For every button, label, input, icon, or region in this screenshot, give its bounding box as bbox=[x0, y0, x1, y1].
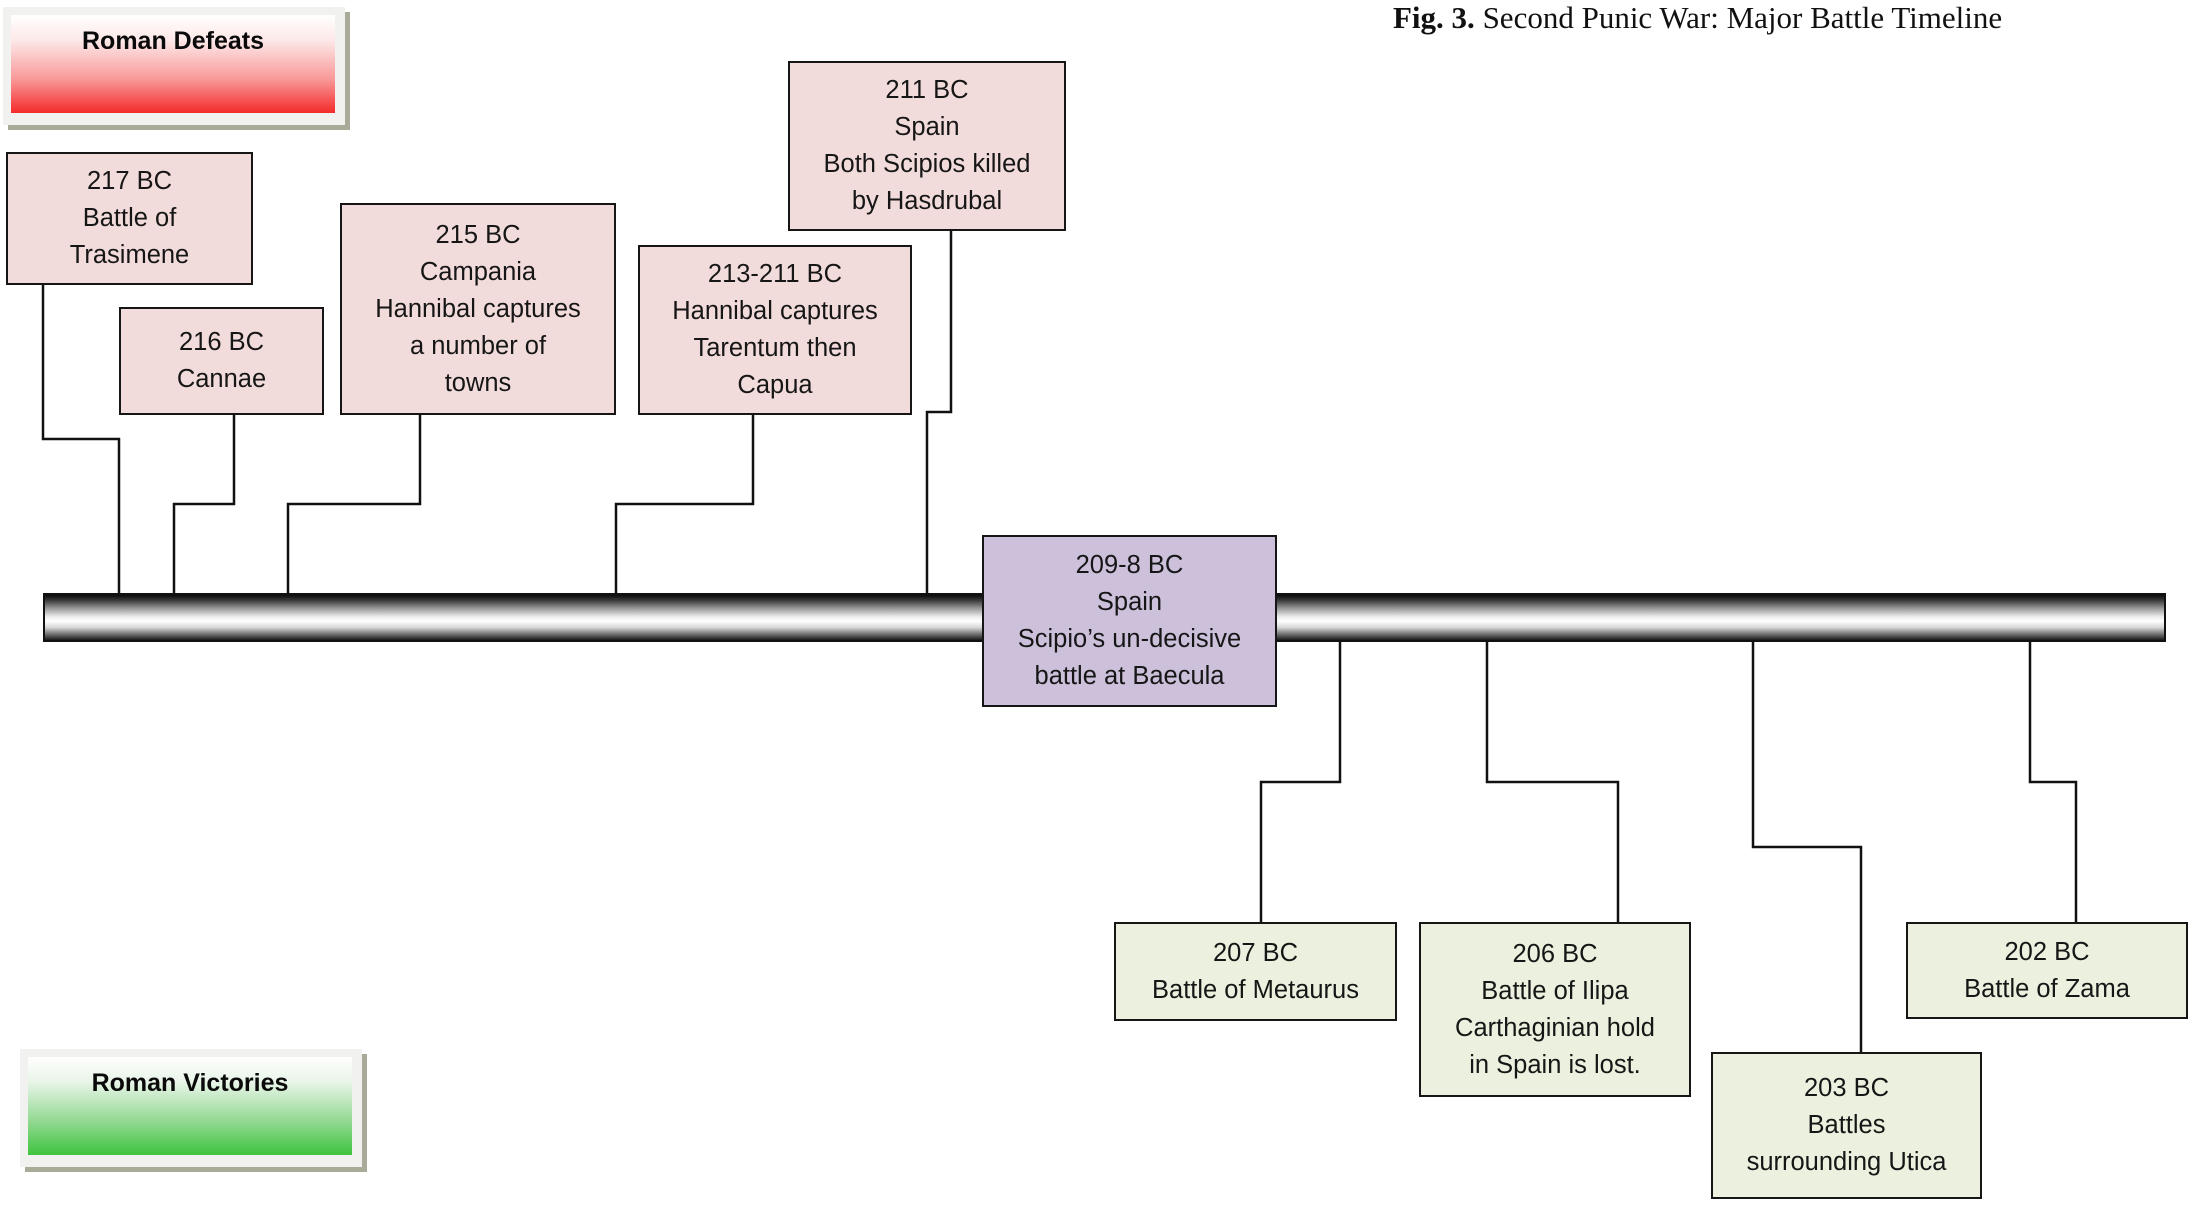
event-box-216-bc: 216 BC Cannae bbox=[119, 307, 324, 415]
event-line: Battle of bbox=[82, 204, 177, 232]
event-line: Battle of Ilipa bbox=[1481, 976, 1629, 1005]
event-line: Spain bbox=[1096, 588, 1163, 616]
connector-202 bbox=[2028, 641, 2078, 923]
event-line: Battle of Zama bbox=[1964, 974, 2130, 1003]
event-box-209-8-bc: 209-8 BC Spain Scipio’s un-decisive batt… bbox=[982, 535, 1277, 707]
connector-215 bbox=[286, 414, 422, 594]
connector-213-211 bbox=[614, 414, 755, 594]
legend-roman-defeats: Roman Defeats bbox=[3, 7, 345, 125]
legend-roman-defeats-label: Roman Defeats bbox=[11, 15, 335, 113]
event-line: in Spain is lost. bbox=[1469, 1050, 1641, 1079]
event-box-215-bc: 215 BC Campania Hannibal captures a numb… bbox=[340, 203, 616, 415]
event-line: Hannibal captures bbox=[672, 297, 878, 325]
event-line: 211 BC bbox=[885, 76, 969, 104]
figure-caption: Second Punic War: Major Battle Timeline bbox=[1482, 0, 2003, 35]
event-line: 206 BC bbox=[1512, 939, 1598, 968]
event-box-213-211-bc: 213-211 BC Hannibal captures Tarentum th… bbox=[638, 245, 912, 415]
connector-206 bbox=[1485, 641, 1620, 923]
event-line: Hannibal captures bbox=[375, 294, 581, 323]
event-line: Both Scipios killed bbox=[823, 150, 1031, 178]
event-line: Tarentum then bbox=[693, 334, 857, 362]
event-line: Capua bbox=[737, 371, 813, 399]
event-line: Carthaginian hold bbox=[1455, 1013, 1655, 1042]
event-line: Battles bbox=[1807, 1111, 1886, 1139]
figure-number: Fig. 3. bbox=[1393, 0, 1475, 35]
connector-217 bbox=[41, 284, 121, 594]
event-line: towns bbox=[444, 368, 512, 397]
event-box-211-bc: 211 BC Spain Both Scipios killed by Hasd… bbox=[788, 61, 1066, 231]
event-line: 202 BC bbox=[2004, 937, 2090, 966]
event-line: surrounding Utica bbox=[1746, 1148, 1947, 1176]
event-line: a number of bbox=[409, 331, 547, 360]
event-line: Spain bbox=[894, 113, 960, 141]
event-line: 203 BC bbox=[1803, 1074, 1890, 1102]
legend-roman-victories: Roman Victories bbox=[20, 1049, 362, 1167]
event-line: 213-211 BC bbox=[707, 260, 843, 288]
connector-211 bbox=[925, 230, 953, 594]
connector-216 bbox=[172, 414, 236, 594]
event-line: Trasimene bbox=[69, 241, 190, 269]
event-line: battle at Baecula bbox=[1034, 662, 1225, 690]
event-box-206-bc: 206 BC Battle of Ilipa Carthaginian hold… bbox=[1419, 922, 1691, 1097]
event-line: Battle of Metaurus bbox=[1152, 975, 1359, 1004]
event-line: 207 BC bbox=[1212, 938, 1299, 967]
event-box-217-bc: 217 BC Battle of Trasimene bbox=[6, 152, 253, 285]
event-line: Cannae bbox=[176, 365, 267, 393]
event-line: Campania bbox=[419, 257, 537, 286]
figure-title: Fig. 3. Second Punic War: Major Battle T… bbox=[1393, 0, 2002, 36]
event-line: 217 BC bbox=[86, 167, 173, 195]
event-box-207-bc: 207 BC Battle of Metaurus bbox=[1114, 922, 1397, 1021]
event-line: 216 BC bbox=[178, 328, 265, 356]
event-box-202-bc: 202 BC Battle of Zama bbox=[1906, 922, 2188, 1019]
legend-roman-victories-label: Roman Victories bbox=[28, 1057, 352, 1155]
event-line: by Hasdrubal bbox=[851, 187, 1003, 215]
connector-203 bbox=[1751, 641, 1863, 1053]
event-line: 215 BC bbox=[435, 220, 521, 249]
event-line: Scipio’s un-decisive bbox=[1017, 625, 1242, 653]
event-box-203-bc: 203 BC Battles surrounding Utica bbox=[1711, 1052, 1982, 1199]
event-line: 209-8 BC bbox=[1075, 551, 1184, 579]
